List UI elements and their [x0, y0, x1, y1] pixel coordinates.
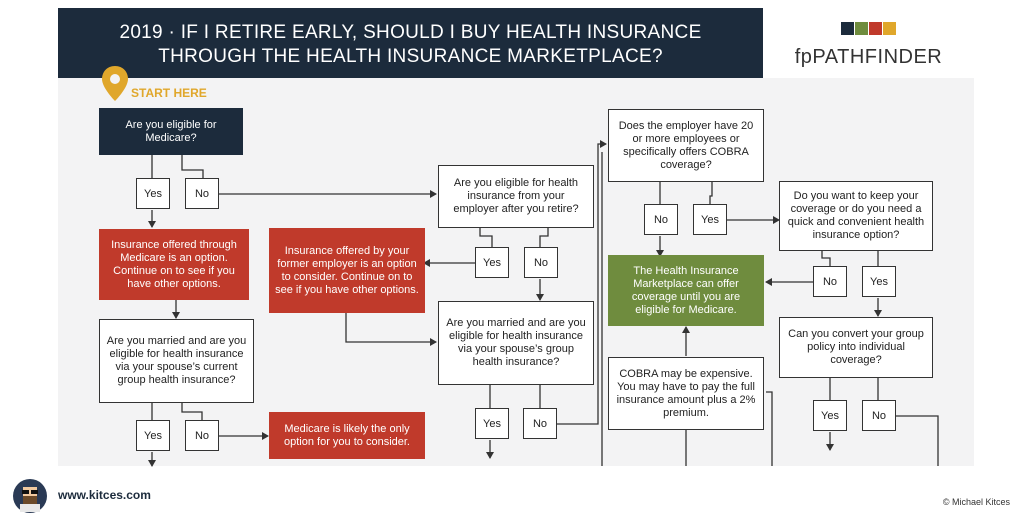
spouse2-yes: Yes: [475, 408, 509, 439]
spouse2-no: No: [523, 408, 557, 439]
location-pin-icon: [102, 66, 128, 101]
node-employer-question: Are you eligible for health insurance fr…: [438, 165, 594, 228]
node-medicare-option: Insurance offered through Medicare is an…: [99, 229, 249, 300]
spouse1-yes: Yes: [136, 420, 170, 451]
node-medicare-question: Are you eligible for Medicare?: [99, 108, 243, 155]
employer-yes: Yes: [475, 247, 509, 278]
logo-square-red: [869, 22, 882, 35]
node-cobra-question: Does the employer have 20 or more employ…: [608, 109, 764, 182]
connector: [181, 155, 204, 178]
title-banner: 2019 · IF I RETIRE EARLY, SHOULD I BUY H…: [58, 8, 763, 78]
convert-yes: Yes: [813, 400, 847, 431]
employer-no: No: [524, 247, 558, 278]
connector: [766, 391, 773, 466]
title-line-1: 2019 · IF I RETIRE EARLY, SHOULD I BUY H…: [119, 22, 702, 43]
brand-name: fpPATHFINDER: [794, 46, 943, 68]
node-spouse-question-1: Are you married and are you eligible for…: [99, 319, 254, 403]
cobra-yes: Yes: [693, 204, 727, 235]
node-spouse-question-2: Are you married and are you eligible for…: [438, 301, 594, 385]
connector: [479, 227, 493, 247]
connector: [181, 402, 203, 420]
medicare-yes: Yes: [136, 178, 170, 209]
node-medicare-only: Medicare is likely the only option for y…: [269, 412, 425, 459]
connector: [345, 312, 437, 346]
node-keep-coverage-question: Do you want to keep your coverage or do …: [779, 181, 933, 251]
node-convert-question: Can you convert your group policy into i…: [779, 317, 933, 378]
connector: [557, 140, 607, 425]
start-here-label: START HERE: [131, 86, 207, 100]
node-marketplace: The Health Insurance Marketplace can off…: [608, 255, 764, 326]
copyright: © Michael Kitces: [942, 497, 1010, 507]
connector: [896, 415, 939, 466]
spouse1-no: No: [185, 420, 219, 451]
cobra-no: No: [644, 204, 678, 235]
fppathfinder-logo: fpPATHFINDER: [763, 8, 974, 78]
site-link[interactable]: www.kitces.com: [58, 488, 151, 502]
logo-square-gold: [883, 22, 896, 35]
keep-yes: Yes: [862, 266, 896, 297]
avatar: [13, 479, 47, 513]
node-cobra-cost: COBRA may be expensive. You may have to …: [608, 357, 764, 430]
connector: [709, 182, 713, 204]
connector: [539, 227, 549, 247]
title-line-2: THROUGH THE HEALTH INSURANCE MARKETPLACE…: [158, 46, 663, 67]
keep-no: No: [813, 266, 847, 297]
node-former-employer: Insurance offered by your former employe…: [269, 228, 425, 313]
medicare-no: No: [185, 178, 219, 209]
logo-square-navy: [841, 22, 854, 35]
logo-square-green: [855, 22, 868, 35]
convert-no: No: [862, 400, 896, 431]
connector: [821, 250, 831, 266]
